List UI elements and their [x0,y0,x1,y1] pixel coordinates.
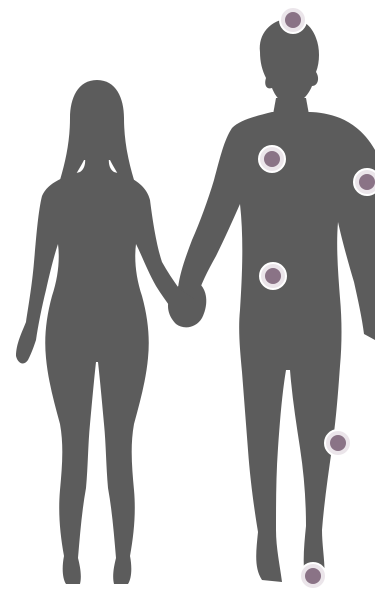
male-silhouette-icon [178,18,375,582]
hotspot-foot[interactable] [300,563,326,589]
hotspot-abdomen[interactable] [260,263,286,289]
hotspot-chest[interactable] [259,146,285,172]
hotspot-arm[interactable] [354,169,375,195]
hotspot-head[interactable] [280,7,306,33]
hotspot-knee[interactable] [325,430,351,456]
female-silhouette-icon [16,80,196,584]
